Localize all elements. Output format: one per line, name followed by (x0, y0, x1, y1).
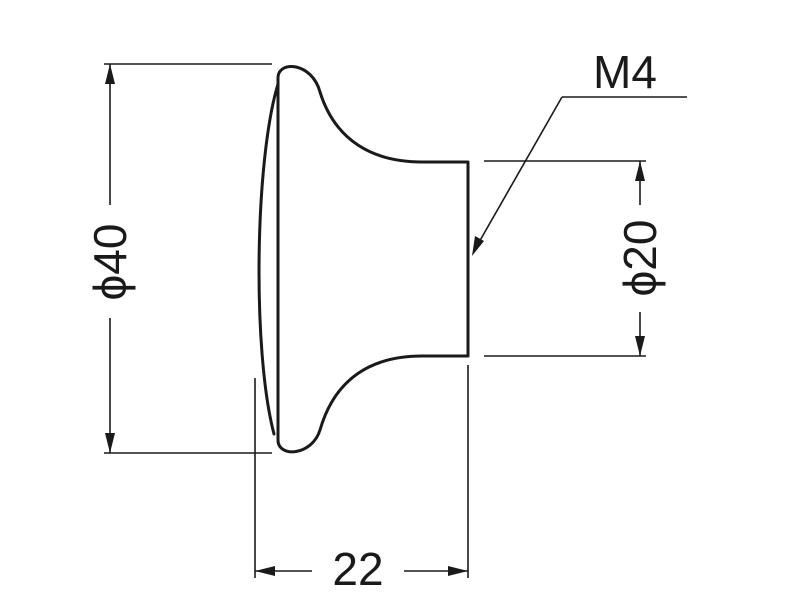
leader-line (477, 96, 563, 245)
diameter-20-label: ϕ20 (614, 220, 666, 297)
dimension-diameter-40: ϕ40 (84, 63, 272, 454)
dimension-diameter-20: ϕ20 (484, 160, 666, 357)
thread-m4-label: M4 (593, 46, 657, 98)
length-22-label: 22 (332, 543, 383, 595)
arrowhead-left (255, 566, 275, 576)
arrowhead-down (635, 336, 645, 356)
knob-profile (276, 65, 470, 454)
leader-arrowhead (472, 236, 484, 256)
arrowhead-right (448, 566, 468, 576)
thread-callout-m4: M4 (472, 46, 687, 256)
knob-front-dome (257, 82, 280, 436)
arrowhead-down (105, 433, 115, 453)
arrowhead-up (635, 161, 645, 181)
dimension-length-22: 22 (254, 365, 469, 595)
knob-outline (257, 65, 470, 454)
diameter-40-label: ϕ40 (84, 224, 136, 301)
arrowhead-up (105, 64, 115, 84)
